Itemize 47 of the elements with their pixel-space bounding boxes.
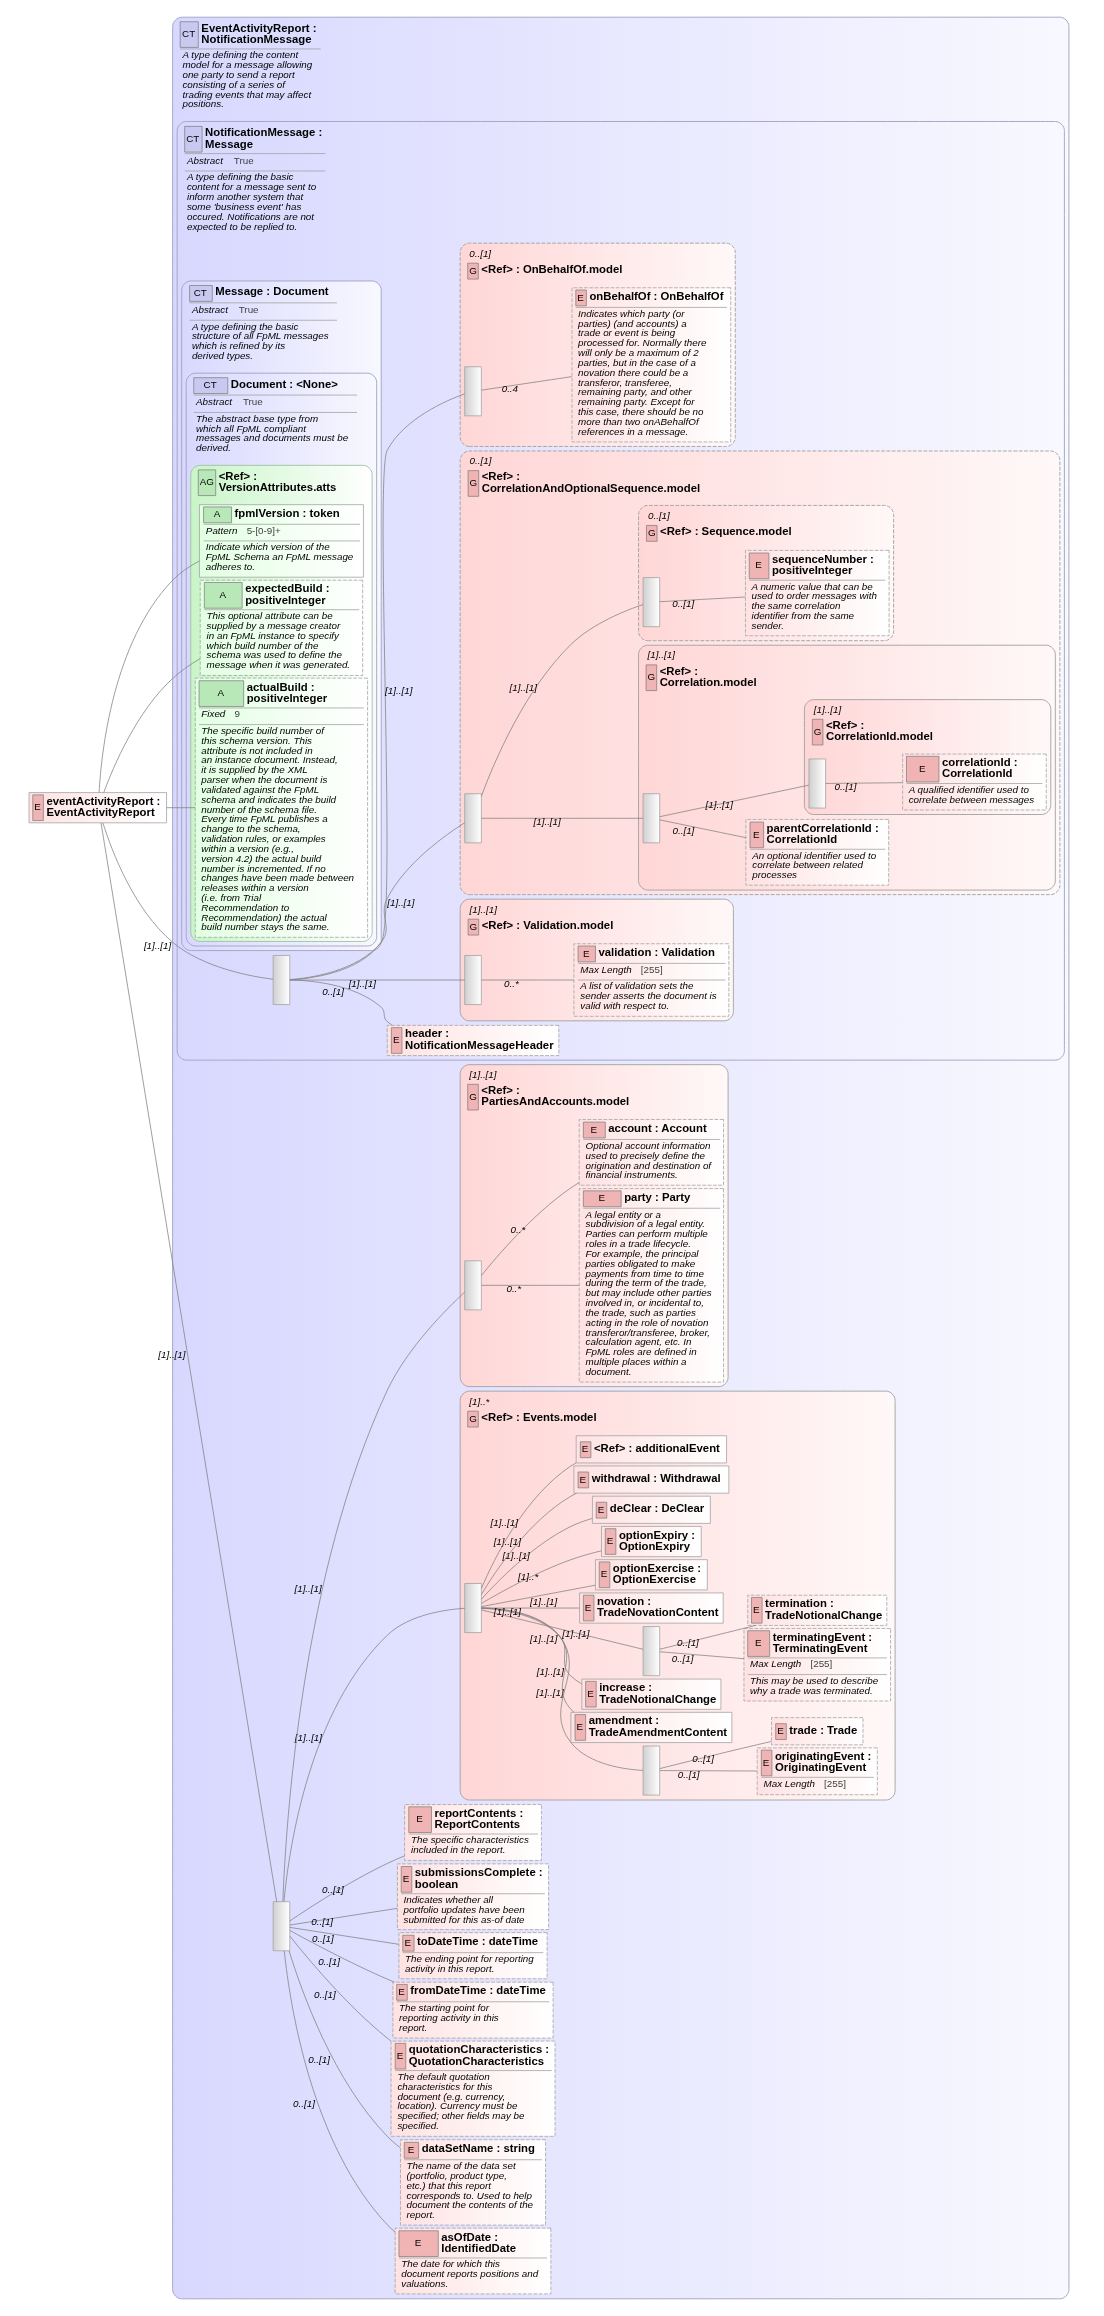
edge-label: [1]..[1] <box>536 1686 564 1698</box>
edge-label: [1]..[1] <box>509 681 537 693</box>
edge-label: [1]..[1] <box>490 1517 518 1529</box>
edge-label: [1]..[1] <box>387 896 415 908</box>
edge-label: 0..* <box>503 978 519 990</box>
node-label: [1]..[1] <box>813 703 842 715</box>
edge-label: [1]..[1] <box>385 684 413 696</box>
edge-label: [1]..[1] <box>562 1627 590 1639</box>
edge-label: 0..[1] <box>322 986 345 998</box>
node-label: [1]..* <box>469 1395 490 1407</box>
edge-label: 0..* <box>510 1223 526 1235</box>
edge-label: 0..[1] <box>672 825 695 837</box>
edge-label: 0..[1] <box>318 1955 340 1967</box>
edge-label: [1]..[1] <box>705 799 733 811</box>
edge-label: [1]..[1] <box>158 1348 186 1360</box>
edge-label: 0..[1] <box>311 1916 334 1928</box>
edge-label: 0..[1] <box>313 1989 336 2001</box>
edge-label: 0..* <box>506 1283 522 1295</box>
node-label: 0..[1] <box>469 455 492 467</box>
node-label: [1]..[1] <box>469 1068 497 1080</box>
edge-label: 0..[1] <box>834 781 857 793</box>
edge-label: [1]..[1] <box>493 1535 521 1547</box>
edge-label: 0..[1] <box>677 1768 700 1780</box>
edge-label: [1]..[1] <box>493 1606 521 1618</box>
edge-label: [1]..[1] <box>294 1583 322 1595</box>
edge-label: [1]..[1] <box>143 940 172 952</box>
edge-label: 0..4 <box>501 382 519 394</box>
edge-label: [1]..* <box>518 1570 539 1582</box>
edge-label: 0..[1] <box>676 1637 699 1649</box>
node-label: 0..[1] <box>647 509 670 521</box>
edge-label: [1]..[1] <box>294 1731 323 1743</box>
edge-label: [1]..[1] <box>533 816 561 828</box>
edge-label: 0..[1] <box>692 1752 715 1764</box>
edge-label: 0..[1] <box>293 2097 315 2109</box>
edge-label: 0..[1] <box>311 1932 334 1944</box>
node-label: [1]..[1] <box>469 903 497 915</box>
edge-label: 0..[1] <box>322 1883 344 1895</box>
edge-label: [1]..[1] <box>536 1665 565 1677</box>
edge-label: 0..[1] <box>672 597 695 609</box>
edge-label: 0..[1] <box>671 1652 694 1664</box>
node-label: 0..[1] <box>469 247 492 259</box>
node-label: [1]..[1] <box>647 649 675 661</box>
edge-label: [1]..[1] <box>502 1550 530 1562</box>
edge-label: 0..[1] <box>308 2054 331 2066</box>
edge-label: [1]..[1] <box>530 1595 558 1607</box>
edge-label: [1]..[1] <box>530 1633 558 1645</box>
edge-label: [1]..[1] <box>348 978 376 990</box>
